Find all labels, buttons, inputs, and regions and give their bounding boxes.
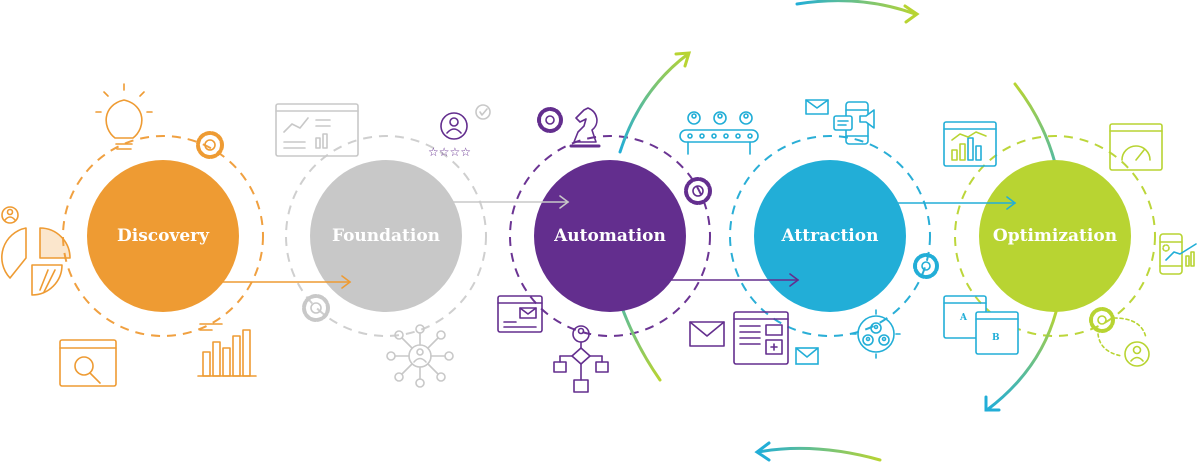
stage-label-attraction: Attraction [781,226,879,246]
envelope-icon [795,347,819,365]
ring-optimization [954,135,1156,337]
cycle-arrow-bottom [756,446,882,462]
user-group-icon [851,309,901,359]
network-icon [386,324,454,388]
gear-icon [537,107,563,133]
gear-icon [913,253,939,279]
cycle-arrows [600,0,1071,462]
stage-label-discovery: Discovery [117,226,209,246]
circle-automation [534,160,686,312]
analytics-window-icon [943,121,997,167]
lightbulb-icon [95,83,153,150]
stage-label-foundation: Foundation [331,226,441,246]
mobile-chart-icon [1159,233,1197,275]
stage-rings [62,135,1156,337]
gear-icon [302,294,330,322]
circle-attraction [754,160,906,312]
user-icon [1097,317,1150,367]
circle-foundation [310,160,462,312]
gear-icon [1089,307,1115,333]
svg-text:☆☆☆☆: ☆☆☆☆ [428,145,471,159]
ring-discovery [62,135,264,337]
search-window-icon [59,339,117,387]
gauge-window-icon [1109,123,1163,171]
web-form-icon [733,311,789,365]
ring-automation [509,135,711,337]
cycle-arrow-up [618,52,690,154]
envelope-icon [805,99,829,115]
gear-icon [684,177,712,205]
ring-attraction [729,135,931,337]
stage-circles [87,160,1131,312]
line-chart-window-icon [275,103,359,157]
gear-icon [196,131,224,159]
ab-test-icon [943,295,1019,355]
connector-arrows [214,195,1017,289]
stage-label-automation: Automation [554,226,666,246]
circle-discovery [87,160,239,312]
conveyor-icon [679,111,759,155]
circle-optimization [979,160,1131,312]
bar-chart-icon [197,323,257,377]
cycle-arrow-lower-right [985,310,1058,412]
ab-label-a: A [959,313,968,323]
email-window-icon [497,295,543,333]
ring-foundation [285,135,487,337]
ab-label-b: B [992,333,1000,343]
cycle-arrow-top [795,0,917,16]
stage-label-optimization: Optimization [992,226,1118,246]
flowchart-icon [553,325,609,393]
mobile-notification-icon [833,101,875,145]
rated-user-icon: ☆☆☆☆ [428,104,491,159]
envelope-icon [689,321,725,347]
user-icon [1,206,19,224]
pie-chart-icon [1,227,71,296]
chess-knight-icon [569,107,601,148]
